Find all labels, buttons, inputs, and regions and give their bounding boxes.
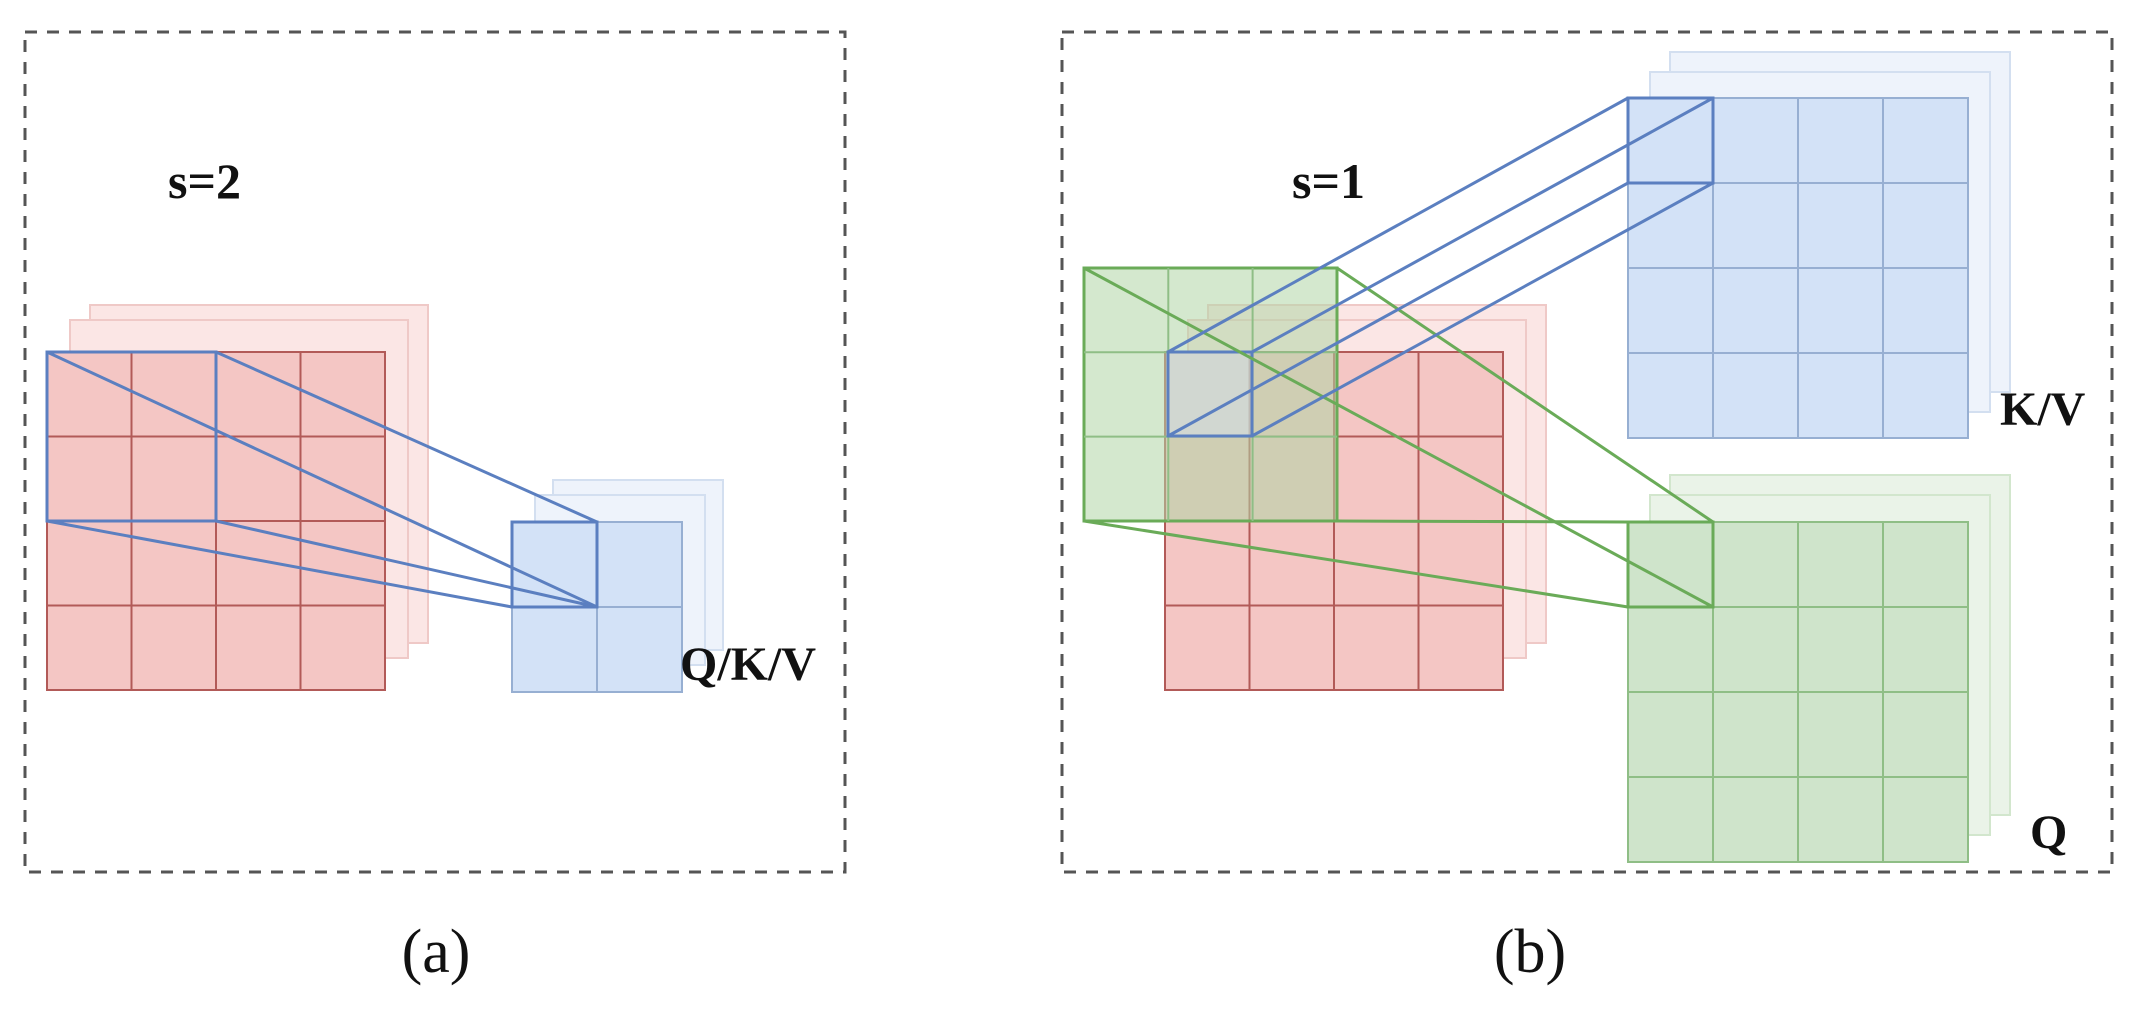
kv-kernel-window: [1166, 350, 1254, 438]
panel-b-caption: (b): [1494, 918, 1566, 986]
q-projection-lines: [1083, 266, 1714, 609]
output-cell: [510, 520, 599, 609]
panel-b-kv-map: [1626, 51, 2011, 439]
panel-b-stride-label: s=1: [1292, 153, 1365, 209]
panel-a-projection-lines: [46, 350, 598, 609]
kv-map-front-grid: [1627, 97, 1969, 439]
panel-a-stride-label: s=2: [168, 153, 241, 209]
q-map-front-grid: [1627, 521, 1969, 863]
panel-b-q-label: Q: [2030, 806, 2067, 859]
panel-b-q-map: [1626, 474, 2011, 863]
q-kernel-window: [1082, 266, 1339, 523]
panel-b: s=1: [1060, 30, 2114, 874]
panel-a-output-map: [510, 479, 724, 693]
kv-projection-lines: [1167, 96, 1714, 438]
panel-a-caption: (a): [402, 918, 471, 986]
panel-a-output-label: Q/K/V: [680, 638, 816, 691]
panel-a: s=2: [23, 30, 847, 874]
q-output-cell: [1626, 520, 1715, 609]
kv-output-cell: [1626, 96, 1715, 185]
panel-a-border: [23, 30, 847, 874]
panel-b-kv-label: K/V: [2000, 383, 2086, 436]
kernel-window: [45, 350, 218, 523]
